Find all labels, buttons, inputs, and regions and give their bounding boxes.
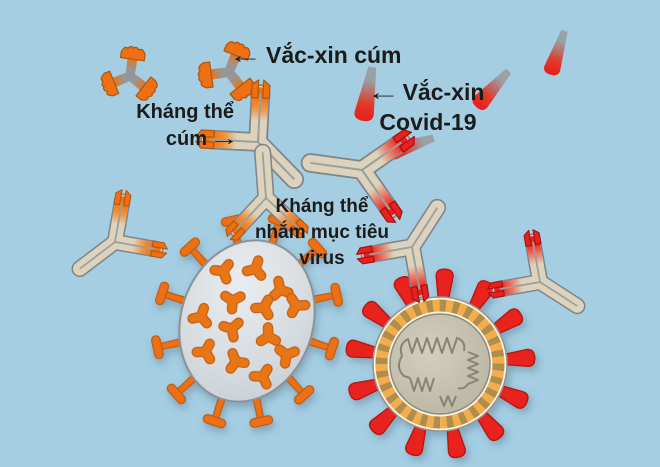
arrow-right-icon: →: [209, 128, 239, 150]
flu-vaccine-label-text: Vắc-xin cúm: [266, 42, 402, 68]
virus-targeting-antibody-label: Kháng thể nhắm mục tiêu virus: [244, 194, 400, 272]
covid-vaccine-antigen: [542, 28, 573, 78]
coronavirus: [344, 268, 537, 460]
flu-vaccine-antigen: [95, 43, 165, 106]
flu-antibody-label-line1: Kháng thể: [136, 101, 234, 123]
flu-vaccine-label: ←Vắc-xin cúm: [228, 42, 402, 69]
flu-virus: [150, 212, 344, 430]
targeting-label-line3: virus: [299, 248, 345, 269]
covid-vaccine-label: ←Vắc-xin Covid-19: [348, 77, 508, 137]
covid-vaccine-label-line1: Vắc-xin: [402, 79, 485, 105]
flu-antibody: [54, 182, 174, 302]
targeting-label-line2: nhắm mục tiêu: [254, 222, 390, 243]
flu-antibody-label-line2: cúm: [165, 128, 207, 150]
covid-vaccine-label-line2: Covid-19: [379, 109, 477, 135]
coronavirus-core: [389, 313, 491, 415]
arrow-left-icon: ←: [228, 42, 263, 68]
flu-antibody-label: Kháng thể cúm→: [112, 99, 239, 153]
arrow-left-icon: ←: [365, 79, 401, 105]
targeting-label-line1: Kháng thể: [275, 196, 369, 217]
rna-strand: [398, 337, 479, 407]
